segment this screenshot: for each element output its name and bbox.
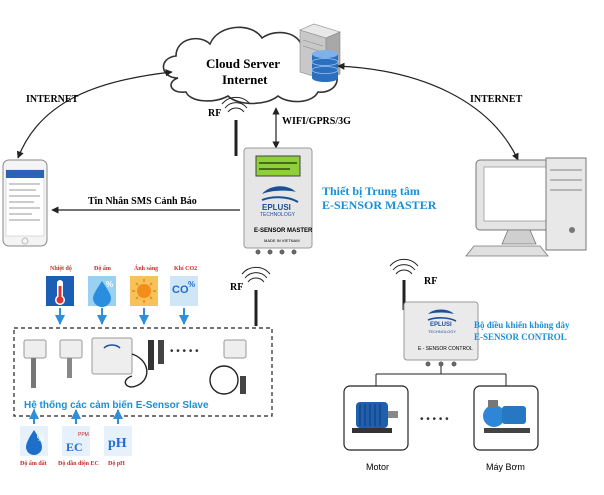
cloud-server — [162, 23, 341, 105]
control-tech: TECHNOLOGY — [428, 329, 457, 334]
master-brand: EPLUSI — [262, 203, 291, 212]
smartphone-icon — [2, 159, 48, 247]
sun-icon — [130, 276, 158, 306]
sensor-label-ec: Độ dẫn điện EC — [58, 461, 99, 467]
slave-antenna — [241, 266, 271, 326]
database-icon — [311, 50, 339, 82]
ec-icon-ppm: PPM — [78, 432, 89, 438]
sensor-label-temperature: Nhiệt độ — [50, 266, 72, 272]
sensor-label-humidity: Độ ẩm — [94, 266, 111, 272]
sensor-label-light: Ánh sáng — [134, 266, 159, 272]
cloud-title: Cloud Server — [206, 56, 281, 71]
master-device — [243, 147, 313, 255]
internet-label-left: INTERNET — [26, 94, 79, 105]
control-device — [403, 301, 479, 367]
master-antenna — [221, 96, 251, 156]
ph-icon-text: pH — [108, 436, 127, 451]
cloud-subtitle: Internet — [222, 72, 268, 87]
temperature-icon — [46, 276, 74, 306]
control-device-label: E - SENSOR CONTROL — [418, 346, 473, 352]
motor-label: Motor — [366, 462, 390, 472]
sensor-label-co2: Khí CO2 — [174, 266, 198, 272]
sms-label: Tin Nhắn SMS Cảnh Báo — [88, 196, 197, 207]
internet-label-right: INTERNET — [470, 94, 523, 105]
sensor-arrows-top — [55, 308, 189, 325]
rf-label-master: RF — [208, 108, 222, 119]
slave-sensor-devices — [23, 337, 247, 395]
sensor-label-soil-moisture: Độ ẩm đất — [20, 461, 47, 467]
master-model: E-SENSOR MASTER — [322, 198, 437, 212]
ec-icon-text: EC — [66, 440, 83, 454]
slave-sensors-box — [13, 327, 273, 417]
ec-icon — [62, 426, 90, 456]
wifi-label: WIFI/GPRS/3G — [282, 116, 351, 127]
rf-label-slave: RF — [230, 282, 244, 293]
humidity-icon-percent: % — [106, 280, 114, 289]
motor-icon — [352, 402, 398, 433]
humidity-icon — [88, 276, 116, 307]
soil-icon-percent: % — [37, 434, 45, 443]
control-brand: EPLUSI — [430, 322, 452, 328]
master-tech: TECHNOLOGY — [260, 212, 296, 218]
slave-dots: • • • • • — [170, 346, 199, 357]
computer-icon — [465, 157, 587, 257]
co2-icon-text: CO — [172, 284, 189, 296]
pump-icon — [483, 400, 530, 433]
rf-label-control: RF — [424, 276, 438, 287]
pump-label: Máy Bơm — [486, 462, 525, 472]
ph-icon — [104, 426, 132, 456]
motor-dots: • • • • • — [420, 414, 449, 425]
internet-link-right — [337, 62, 519, 161]
co2-icon — [170, 276, 198, 306]
control-connections — [375, 366, 507, 386]
slave-caption: Hệ thống các cảm biến E-Sensor Slave — [24, 400, 209, 411]
co2-icon-percent: % — [188, 280, 196, 289]
soil-moisture-icon — [20, 426, 48, 456]
internet-link-left — [16, 69, 173, 159]
control-title: Bộ điều khiển không dây — [474, 320, 570, 330]
control-model: E-SENSOR CONTROL — [474, 332, 567, 342]
master-title: Thiết bị Trung tâm — [322, 184, 420, 198]
master-made-in: MADE IN VIETNAM — [264, 238, 300, 243]
master-device-label: E-SENSOR MASTER — [254, 228, 313, 234]
sensor-arrows-bottom — [29, 409, 123, 424]
sensor-label-ph: Độ pH — [108, 461, 125, 467]
